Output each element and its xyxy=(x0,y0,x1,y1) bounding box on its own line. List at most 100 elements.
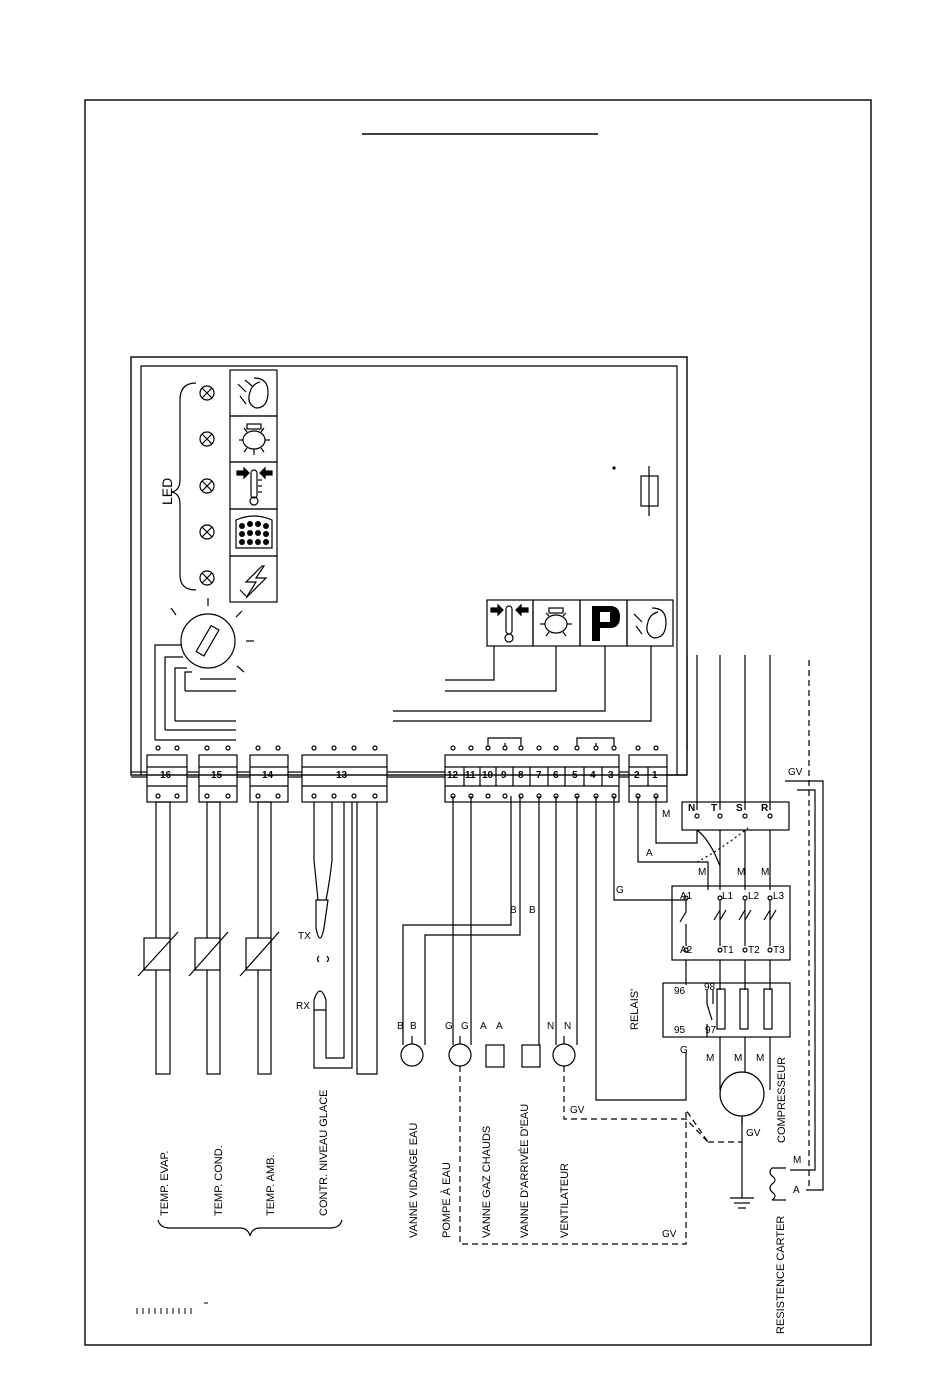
relay-contact-label: 97 xyxy=(705,1025,717,1036)
relay-contact-label: 95 xyxy=(674,1025,686,1036)
wire-code: B xyxy=(510,905,517,916)
contactor-label: T3 xyxy=(773,945,785,956)
board-internal-wiring xyxy=(154,644,652,741)
compressor-icon xyxy=(540,607,572,637)
led-lamp xyxy=(199,570,215,586)
wire-code: A xyxy=(480,1021,487,1032)
label-pompe: POMPE À EAU xyxy=(441,1162,453,1238)
thermometer-icon xyxy=(236,466,273,506)
controller-board-inner xyxy=(140,365,678,775)
power-terminal-label: N xyxy=(688,803,696,814)
power-supply-lines xyxy=(637,655,824,1191)
contactor-label: L1 xyxy=(722,891,734,902)
wire-code: GV xyxy=(788,767,803,778)
compressor-motor xyxy=(719,1071,765,1125)
hot-gas-valve xyxy=(485,1044,505,1068)
terminal-number: 16 xyxy=(160,770,172,781)
drain-icon xyxy=(633,607,667,639)
crankcase-heater xyxy=(769,1167,786,1201)
wire-code: M xyxy=(698,867,707,878)
terminal-strip-right xyxy=(444,655,688,803)
relay-contact-label: 96 xyxy=(674,986,686,997)
wire-code: A xyxy=(646,848,653,859)
loads xyxy=(400,1036,576,1068)
wire-code: N xyxy=(564,1021,572,1032)
terminal-number: 15 xyxy=(211,770,223,781)
ice-cubes-icon xyxy=(235,515,273,549)
wire-code: A xyxy=(793,1185,800,1196)
terminal-number: 3 xyxy=(608,770,614,781)
terminal-number: 11 xyxy=(465,770,476,781)
output-wiring xyxy=(402,796,687,1101)
label-temp-evap: TEMP. EVAP. xyxy=(159,1150,171,1216)
wire-code: G xyxy=(680,1045,688,1056)
led-lamp xyxy=(199,385,215,401)
bottom-icon-strip xyxy=(486,599,674,647)
terminal-number: 2 xyxy=(634,770,640,781)
wire-code: N xyxy=(547,1021,555,1032)
label-resistence-carter: RESISTENCE CARTER xyxy=(775,1215,787,1334)
group-bracket xyxy=(157,1219,343,1237)
wire-code: GV xyxy=(746,1128,761,1139)
label-vanne-gaz: VANNE GAZ CHAUDS xyxy=(481,1125,493,1238)
terminal-strip-left xyxy=(131,745,445,803)
ice-level-control xyxy=(313,802,378,1075)
p-icon xyxy=(592,606,620,641)
ground-symbol xyxy=(730,1118,754,1209)
contactor-label: A2 xyxy=(680,945,693,956)
small-tick-mark xyxy=(136,1302,208,1314)
label-vanne-vidange: VANNE VIDANGE EAU xyxy=(408,1122,420,1238)
contactor xyxy=(671,885,791,990)
wire-code: M xyxy=(756,1053,765,1064)
terminal-number: 5 xyxy=(572,770,578,781)
led-lamp xyxy=(199,478,215,494)
label-compresseur: COMPRESSEUR xyxy=(776,1056,788,1143)
terminal-number: 7 xyxy=(536,770,542,781)
rotary-selector xyxy=(170,598,254,673)
wire-code: M xyxy=(706,1053,715,1064)
relay-contact-label: 98 xyxy=(704,982,716,993)
wire-code: M xyxy=(662,809,671,820)
label-led: LED xyxy=(159,477,175,505)
led-bracket xyxy=(171,382,197,591)
power-icon xyxy=(239,565,268,599)
power-terminal-label: R xyxy=(761,803,769,814)
wire-code: G xyxy=(445,1021,453,1032)
power-terminal-label: T xyxy=(711,803,718,814)
wire-code: M xyxy=(761,867,770,878)
terminal-number: 1 xyxy=(652,770,658,781)
label-tx: TX xyxy=(298,931,311,942)
terminal-number: 14 xyxy=(262,770,274,781)
terminal-number: 13 xyxy=(336,770,348,781)
drain-icon xyxy=(237,377,269,409)
contactor-label: T1 xyxy=(722,945,734,956)
led-icon-column xyxy=(229,369,278,603)
label-temp-amb: TEMP. AMB. xyxy=(265,1154,277,1216)
wire-code: B xyxy=(529,905,536,916)
relay xyxy=(662,982,791,1090)
ground-wiring xyxy=(459,660,810,1245)
controller-board-outer xyxy=(130,356,688,776)
contactor-label: T2 xyxy=(748,945,760,956)
wire-code: GV xyxy=(570,1105,585,1116)
led-lamp xyxy=(199,431,215,447)
water-pump-coil xyxy=(448,1043,472,1067)
contactor-label: L3 xyxy=(773,891,785,902)
contactor-label: L2 xyxy=(748,891,760,902)
terminal-number: 10 xyxy=(482,770,494,781)
terminal-number: 4 xyxy=(590,770,596,781)
page-frame xyxy=(84,99,872,1346)
wire-code: G xyxy=(461,1021,469,1032)
wire-code: B xyxy=(397,1021,404,1032)
power-terminal-label: S xyxy=(736,803,743,814)
label-rx: RX xyxy=(296,1001,310,1012)
wire-code: M xyxy=(737,867,746,878)
power-terminal-block xyxy=(681,801,790,831)
label-vanne-arrivee: VANNE D'ARRIVÉE D'EAU xyxy=(519,1103,531,1238)
wire-code: A xyxy=(496,1021,503,1032)
temperature-sensors xyxy=(137,801,280,1075)
thermometer-icon xyxy=(490,603,529,643)
terminal-number: 9 xyxy=(501,770,507,781)
label-contr-niveau: CONTR. NIVEAU GLACE xyxy=(318,1089,330,1216)
